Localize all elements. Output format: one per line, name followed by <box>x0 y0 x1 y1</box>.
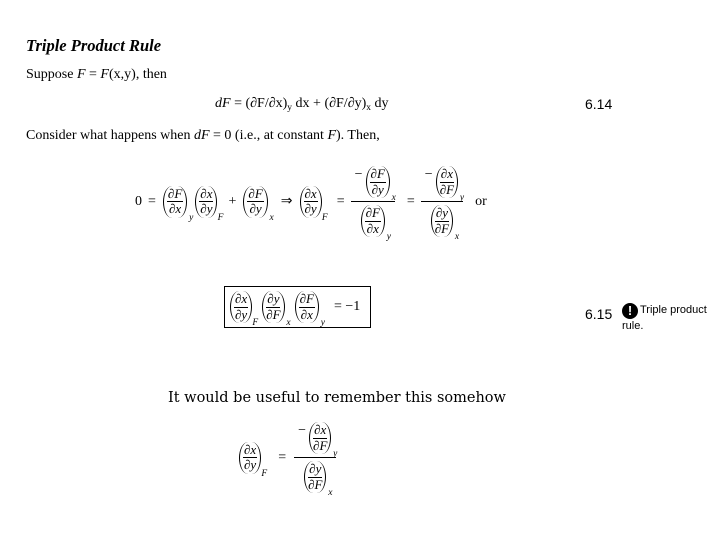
partial-x-y-F: ∂x∂y F <box>195 185 223 223</box>
partial-F-x-y: ∂F∂x y <box>162 185 193 223</box>
partial-x-y-F-2: ∂x∂y F <box>299 185 328 223</box>
derivation-equation: 0 = ∂F∂x y ∂x∂y F + ∂F∂y x ⇒ ∂x∂y F = − … <box>135 166 487 243</box>
remark-text: It would be useful to remember this some… <box>168 390 506 406</box>
exclamation-icon: ! <box>622 303 638 319</box>
intro-line: Suppose F = F(x,y), then <box>26 67 167 82</box>
margin-note: !Triple product rule. <box>622 303 707 332</box>
partial-F-y-x: ∂F∂y x <box>243 185 274 223</box>
equation-number-6-14: 6.14 <box>585 96 613 112</box>
consider-line: Consider what happens when dF = 0 (i.e.,… <box>26 128 380 143</box>
section-title: Triple Product Rule <box>26 36 162 55</box>
equation-number-6-15: 6.15 <box>585 306 613 322</box>
equation-6-14: dF = (∂F/∂x)y dx + (∂F/∂y)x dy <box>215 96 389 113</box>
